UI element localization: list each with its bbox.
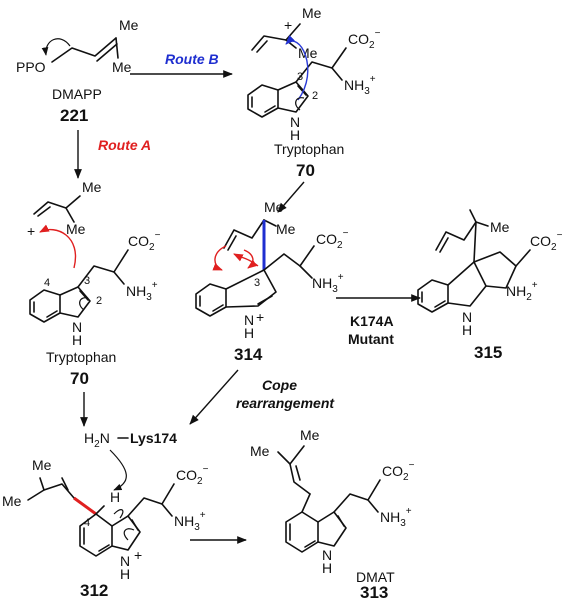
route-b-arrow: Route B xyxy=(130,51,233,78)
c312-plus: + xyxy=(134,547,142,563)
product-313: Me Me N H CO2− NH3+ DMAT 313 xyxy=(250,427,415,600)
c312-nh3: NH3+ xyxy=(174,510,206,533)
c313-name: DMAT xyxy=(356,569,395,585)
c312-n: N xyxy=(120,553,130,569)
trp-b-number: 70 xyxy=(296,161,315,180)
trp-a-nh-n: N xyxy=(72,319,82,335)
trp-b-nh-h: H xyxy=(290,127,300,143)
trp-b-c2: 2 xyxy=(312,90,318,102)
c312-nh: H xyxy=(120,566,130,582)
cope-arrow: Cope rearrangement xyxy=(189,369,335,425)
trp-b-nh-n: N xyxy=(290,114,300,130)
trp-a-me-bottom: Me xyxy=(66,221,86,237)
trp-a-nh3: NH3+ xyxy=(126,280,158,303)
c312-c4: 4 xyxy=(84,517,90,529)
trp-b-nh3: NH3+ xyxy=(344,74,376,97)
dmapp-ppo-label: PPO xyxy=(16,59,46,75)
trp-a-me-top: Me xyxy=(82,179,102,195)
dmapp-name: DMAPP xyxy=(52,86,102,102)
cope-line1: Cope xyxy=(262,377,297,393)
trp-a-number: 70 xyxy=(70,369,89,388)
c314-me1: Me xyxy=(264,199,284,215)
lys-h2n: H2N xyxy=(84,430,110,450)
c313-number: 313 xyxy=(360,583,388,600)
c315-number: 315 xyxy=(474,343,502,362)
c313-me-top: Me xyxy=(300,427,320,443)
route-a-arrow: Route A xyxy=(74,130,151,179)
dmapp-me-bottom: Me xyxy=(112,59,132,75)
cope-line2: rearrangement xyxy=(236,395,335,411)
c315-co2: CO2− xyxy=(530,230,563,253)
tryptophan-route-b: Me Me + 3 2 N H CO2− NH3+ Tryptophan 70 xyxy=(247,5,381,180)
mutant-line1: K174A xyxy=(350,313,394,329)
c314-plus: + xyxy=(256,309,264,325)
c314-n: N xyxy=(244,312,254,328)
c314-c3: 3 xyxy=(254,277,260,289)
dmapp-me-top: Me xyxy=(119,17,139,33)
trp-a-plus: + xyxy=(27,223,35,239)
trp-a-c4: 4 xyxy=(44,277,50,289)
c313-h: H xyxy=(322,560,332,576)
trp-b-me-top: Me xyxy=(302,5,322,21)
route-a-label: Route A xyxy=(98,137,151,153)
c314-co2: CO2− xyxy=(316,228,349,251)
c312-number: 312 xyxy=(80,581,108,600)
trp-a-c3: 3 xyxy=(84,275,90,287)
c312-co2: CO2− xyxy=(176,464,209,487)
c314-number: 314 xyxy=(234,345,263,364)
c313-n: N xyxy=(322,547,332,563)
c315-nh2: NH2+ xyxy=(506,280,538,303)
c313-me-left: Me xyxy=(250,443,270,459)
c312-me-top: Me xyxy=(32,457,52,473)
c314-me2: Me xyxy=(276,221,296,237)
c313-nh3: NH3+ xyxy=(380,506,412,529)
arrow-to-315: K174A Mutant xyxy=(336,294,421,347)
c312-me-left: Me xyxy=(2,493,22,509)
intermediate-314: Me Me 3 N H + CO2− NH3+ 314 xyxy=(195,199,349,364)
c315-me1: Me xyxy=(490,219,510,235)
c312-h: H xyxy=(110,489,120,505)
lys-label: Lys174 xyxy=(130,430,177,446)
product-315: Me CO2− NH2+ N H 315 xyxy=(417,209,563,362)
trp-a-nh-h: H xyxy=(72,332,82,348)
tryptophan-route-a: Me Me + 4 3 2 N H CO2− NH3+ Tryptophan 7… xyxy=(27,179,161,388)
dmapp-number: 221 xyxy=(60,106,88,125)
trp-a-name: Tryptophan xyxy=(46,349,116,365)
mutant-line2: Mutant xyxy=(348,331,394,347)
arrow-to-314 xyxy=(277,181,305,213)
dmapp-structure: PPO Me Me DMAPP 221 xyxy=(16,17,139,125)
lys174-base: H2N Lys174 xyxy=(84,430,177,491)
c315-h: H xyxy=(462,322,472,338)
intermediate-312: Me Me H 4 N H + CO2− NH3+ 312 xyxy=(2,457,209,600)
c315-n: N xyxy=(462,309,472,325)
c314-nh3: NH3+ xyxy=(312,272,344,295)
c314-h: H xyxy=(244,325,254,341)
trp-b-name: Tryptophan xyxy=(274,141,344,157)
c313-co2: CO2− xyxy=(382,460,415,483)
trp-a-co2: CO2− xyxy=(128,230,161,253)
route-b-label: Route B xyxy=(165,51,219,67)
trp-a-c2: 2 xyxy=(96,295,102,307)
trp-b-plus: + xyxy=(284,17,292,33)
trp-b-co2: CO2− xyxy=(348,28,381,51)
